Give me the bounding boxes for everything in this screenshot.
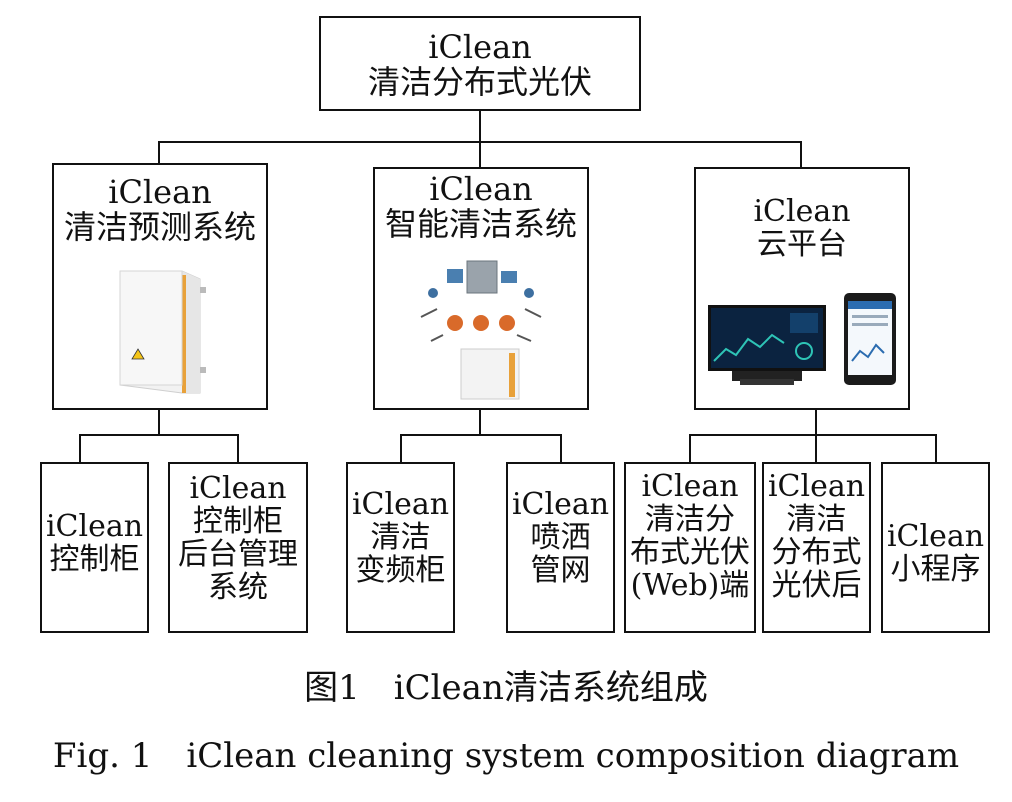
smart-cleaning-system-box: iClean 智能清洁系统 [373,167,589,410]
connector-prediction-horizontal [79,434,239,436]
leaf-5-line1: iClean [641,469,739,504]
connector-to-cloud [800,141,802,168]
connector-root-down [479,110,481,143]
prediction-title-line2: 清洁预测系统 [63,208,256,247]
root-title-line1: iClean [428,28,532,66]
smart-clean-title-line1: iClean [429,170,533,208]
connector-to-leaf-5 [689,434,691,463]
figure-caption-english: Fig. 1 iClean cleaning system compositio… [52,736,960,776]
leaf-7-line1: iClean [886,519,985,554]
leaf-5-line2: 清洁分 [645,502,735,537]
leaf-web-portal: iClean 清洁分 布式光伏 (Web)端 [624,462,756,633]
control-cabinet-image [119,270,206,394]
leaf-cabinet-backend: iClean 控制柜 后台管理 系统 [168,462,308,633]
smart-clean-title-line2: 智能清洁系统 [384,205,577,244]
root-box: iClean 清洁分布式光伏 [319,16,641,111]
leaf-2-line3: 后台管理 [178,537,298,572]
leaf-1-line1: iClean [45,509,144,544]
leaf-mini-program: iClean 小程序 [881,462,990,633]
leaf-3-line2: 清洁 [370,520,431,555]
connector-cloud-down [815,408,817,436]
leaf-3-line3: 变频柜 [355,553,446,588]
connector-to-leaf-4 [560,434,562,463]
connector-to-prediction [158,141,160,165]
connector-smart-horizontal [400,434,562,436]
connector-smart-down [479,408,481,436]
leaf-5-line4: (Web)端 [630,568,750,603]
leaf-7-line2: 小程序 [890,552,981,587]
connector-prediction-down [158,408,160,436]
prediction-title-line1: iClean [108,173,212,211]
leaf-4-line3: 管网 [530,553,591,588]
connector-to-smart-clean [479,141,481,168]
leaf-3-line1: iClean [351,487,450,522]
prediction-system-box: iClean 清洁预测系统 [52,163,268,410]
cloud-title-line1: iClean [753,194,851,229]
connector-to-leaf-3 [400,434,402,463]
leaf-6-line4: 光伏后 [771,568,862,603]
connector-cloud-horizontal [689,434,937,436]
leaf-backend: iClean 清洁 分布式 光伏后 [762,462,871,633]
root-title-line2: 清洁分布式光伏 [367,63,592,102]
cleaning-equipment-image [420,260,542,400]
leaf-6-line3: 分布式 [771,535,862,570]
cloud-title-line2: 云平台 [757,227,847,262]
leaf-6-line1: iClean [767,469,866,504]
connector-to-leaf-7 [935,434,937,463]
figure-caption-chinese: 图1 iClean清洁系统组成 [304,668,708,708]
connector-to-leaf-6 [815,434,817,463]
connector-to-leaf-1 [79,434,81,463]
leaf-6-line2: 清洁 [786,502,847,537]
leaf-spray-network: iClean 喷洒 管网 [506,462,615,633]
leaf-1-line2: 控制柜 [49,542,140,577]
leaf-inverter-cabinet: iClean 清洁 变频柜 [346,462,455,633]
leaf-4-line2: 喷洒 [530,520,591,555]
leaf-control-cabinet: iClean 控制柜 [40,462,149,633]
monitor-and-phone-image [708,293,896,385]
leaf-4-line1: iClean [511,487,610,522]
leaf-5-line3: 布式光伏 [630,535,750,570]
connector-to-leaf-2 [237,434,239,463]
leaf-2-line2: 控制柜 [193,504,283,539]
leaf-2-line4: 系统 [208,570,268,605]
leaf-2-line1: iClean [189,471,287,506]
cloud-platform-box: iClean 云平台 [694,167,910,410]
